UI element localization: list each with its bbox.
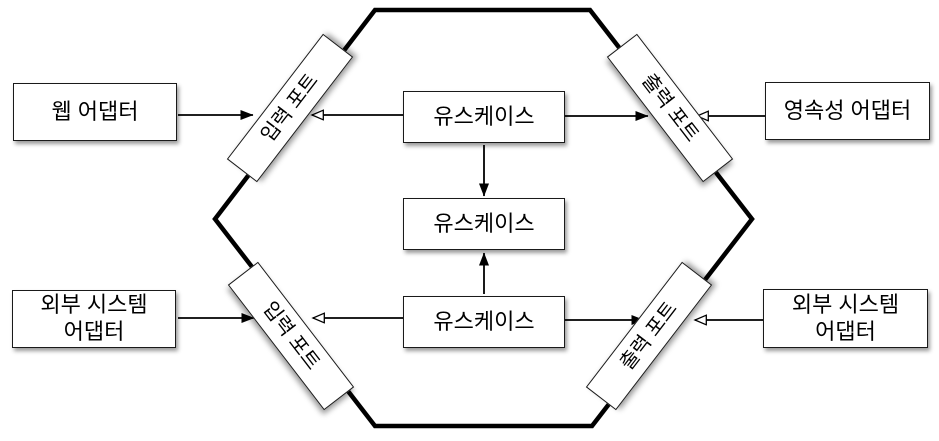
node-use-case-top: 유스케이스	[403, 91, 565, 143]
node-label: 외부 시스템 어댑터	[40, 292, 148, 344]
node-label: 유스케이스	[433, 308, 535, 334]
node-label: 웹 어댑터	[51, 98, 139, 124]
node-persistence-adapter: 영속성 어댑터	[765, 82, 930, 140]
node-label: 영속성 어댑터	[783, 97, 912, 123]
node-external-system-adapter-right: 외부 시스템 어댑터	[763, 289, 928, 348]
node-label: 외부 시스템 어댑터	[791, 291, 900, 344]
hexagon-outline	[212, 7, 755, 429]
node-web-adapter: 웹 어댑터	[13, 83, 177, 141]
node-external-system-adapter-left: 외부 시스템 어댑터	[12, 290, 176, 348]
node-use-case-middle: 유스케이스	[403, 198, 565, 250]
node-use-case-bottom: 유스케이스	[403, 296, 565, 348]
node-label: 유스케이스	[433, 103, 535, 129]
node-label: 유스케이스	[433, 210, 535, 236]
